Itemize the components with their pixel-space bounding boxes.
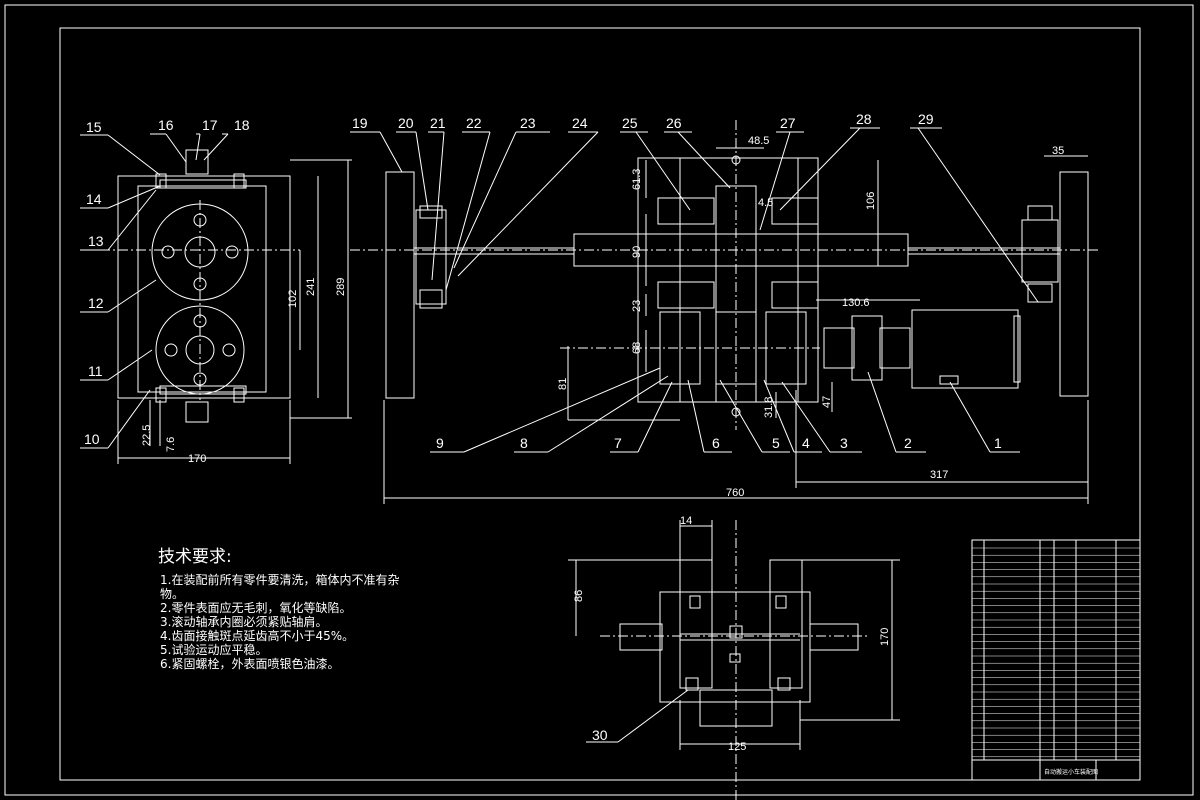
- callout-26: 26: [666, 115, 682, 131]
- dim-81: 81: [557, 378, 569, 390]
- drawing-title: 自动搬运小车装配图: [1044, 768, 1098, 776]
- dim-22-5: 22.5: [141, 425, 153, 446]
- dim-35: 35: [1052, 145, 1064, 157]
- callout-22: 22: [466, 115, 482, 131]
- callout-14: 14: [86, 191, 102, 207]
- dim-317: 317: [930, 469, 948, 481]
- callout-24: 24: [572, 115, 588, 131]
- front-view-dims: [383, 147, 1089, 504]
- dim-289: 289: [335, 278, 347, 296]
- technical-requirements: 技术要求: 1.在装配前所有零件要清洗，箱体内不准有杂 物。 2.零件表面应无毛…: [158, 547, 399, 671]
- tech-req-line-2: 物。: [160, 587, 184, 601]
- dim-48-5: 48.5: [748, 135, 769, 147]
- tech-req-title: 技术要求:: [158, 547, 232, 567]
- bottom-view-dims: [568, 520, 900, 750]
- side-view-dims: [117, 159, 352, 464]
- dim-102: 102: [287, 290, 299, 308]
- tech-req-line-4: 3.滚动轴承内圈必须紧贴轴肩。: [160, 614, 327, 629]
- callout-17: 17: [202, 117, 218, 133]
- dim-241: 241: [305, 278, 317, 296]
- dimension-texts: 170 289 241 102 22.5 7.6 48.5 35 61.3 10…: [141, 135, 1064, 753]
- title-block: 自动搬运小车装配图: [971, 759, 1141, 781]
- dim-90: 90: [631, 246, 643, 258]
- callout-4: 4: [802, 435, 810, 451]
- parts-list-table: [971, 539, 1141, 781]
- callout-12: 12: [88, 295, 104, 311]
- tech-req-line-5: 4.齿面接触斑点延齿高不小于45%。: [160, 628, 354, 643]
- dim-7-6: 7.6: [165, 437, 177, 452]
- callout-1: 1: [994, 435, 1002, 451]
- tech-req-line-7: 6.紧固螺栓，外表面喷银色油漆。: [160, 656, 339, 671]
- callout-2: 2: [904, 435, 912, 451]
- callout-19: 19: [352, 115, 368, 131]
- dim-170-left: 170: [188, 453, 206, 465]
- callout-5: 5: [772, 435, 780, 451]
- callout-23: 23: [520, 115, 536, 131]
- callout-8: 8: [520, 435, 528, 451]
- callout-29: 29: [918, 111, 934, 127]
- callout-10: 10: [84, 431, 100, 447]
- dim-4-5: 4.5: [758, 197, 773, 209]
- callout-27: 27: [780, 115, 796, 131]
- callout-21: 21: [430, 115, 446, 131]
- callout-3: 3: [840, 435, 848, 451]
- tech-req-line-3: 2.零件表面应无毛刺，氧化等缺陷。: [160, 600, 351, 615]
- callout-30: 30: [592, 727, 608, 743]
- outer-border: [4, 4, 1194, 796]
- tech-req-line-1: 1.在装配前所有零件要清洗，箱体内不准有杂: [160, 572, 399, 587]
- dim-68: 68: [631, 342, 643, 354]
- dim-61-3: 61.3: [631, 169, 643, 190]
- callout-20: 20: [398, 115, 414, 131]
- dim-125: 125: [728, 741, 746, 753]
- bottom-view: [600, 559, 870, 727]
- side-view: [100, 149, 300, 423]
- callout-7: 7: [614, 435, 622, 451]
- inner-border: [59, 27, 1141, 781]
- callout-28: 28: [856, 111, 872, 127]
- dim-170-bottom: 170: [879, 628, 891, 646]
- dim-130-6: 130.6: [842, 297, 870, 309]
- callout-11: 11: [88, 363, 103, 379]
- callout-18: 18: [234, 117, 250, 133]
- dim-760: 760: [726, 487, 744, 499]
- dim-23: 23: [631, 300, 643, 312]
- dim-31-8: 31.8: [763, 397, 775, 418]
- callout-9: 9: [436, 435, 444, 451]
- part-callouts: 1 2 3 4 5 6 7 8 9 10 11 12 13 14 15 16 1…: [84, 111, 1002, 743]
- callout-25: 25: [622, 115, 638, 131]
- leader-lines: [80, 127, 1039, 743]
- callout-15: 15: [86, 119, 102, 135]
- dim-47: 47: [821, 396, 833, 408]
- callout-13: 13: [88, 233, 104, 249]
- dim-86: 86: [573, 590, 585, 602]
- dim-106: 106: [865, 192, 877, 210]
- dim-14: 14: [680, 515, 692, 527]
- tech-req-line-6: 5.试验运动应平稳。: [160, 642, 267, 657]
- callout-6: 6: [712, 435, 720, 451]
- callout-16: 16: [158, 117, 174, 133]
- front-view: [350, 120, 1100, 430]
